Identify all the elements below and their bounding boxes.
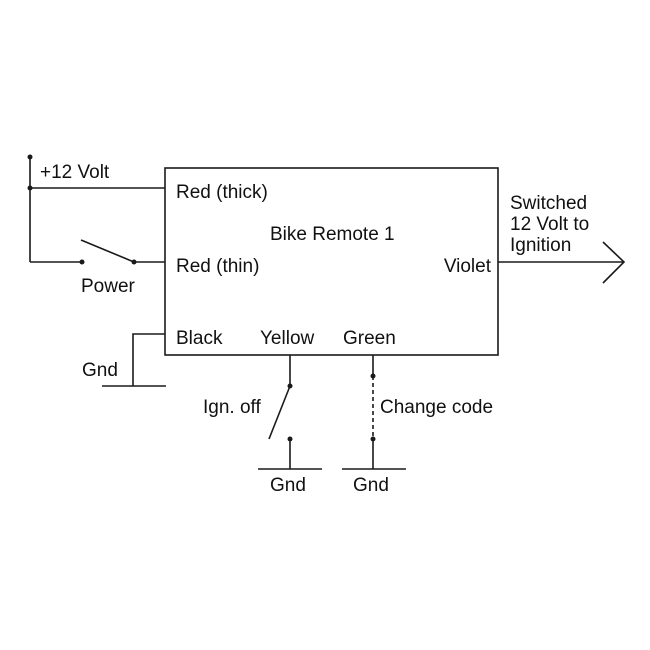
- ign-switch-blade: [268, 385, 291, 440]
- supply-label: +12 Volt: [40, 162, 110, 183]
- output-label-line3: Ignition: [510, 235, 571, 256]
- power-switch-label: Power: [81, 276, 136, 297]
- power-switch-blade: [80, 239, 135, 263]
- ground-label-black: Gnd: [82, 360, 118, 381]
- pin-label-yellow: Yellow: [260, 328, 315, 349]
- black-wire: [132, 333, 165, 386]
- power-switch-contact-a: [79, 259, 85, 265]
- device-title: Bike Remote 1: [270, 224, 395, 245]
- output-arrowhead-icon: [602, 241, 626, 284]
- output-label-line2: 12 Volt to: [510, 214, 589, 235]
- pin-label-red-thick: Red (thick): [176, 182, 268, 203]
- output-label-line1: Switched: [510, 193, 587, 214]
- pin-label-green: Green: [343, 328, 396, 349]
- ground-label-yellow: Gnd: [270, 475, 306, 496]
- pin-label-red-thin: Red (thin): [176, 256, 259, 277]
- pin-label-violet: Violet: [444, 256, 492, 277]
- change-code-label: Change code: [380, 397, 493, 418]
- ign-switch-label: Ign. off: [203, 397, 261, 418]
- supply-terminal-dot: [27, 154, 33, 160]
- ground-label-green: Gnd: [353, 475, 389, 496]
- pin-label-black: Black: [176, 328, 223, 349]
